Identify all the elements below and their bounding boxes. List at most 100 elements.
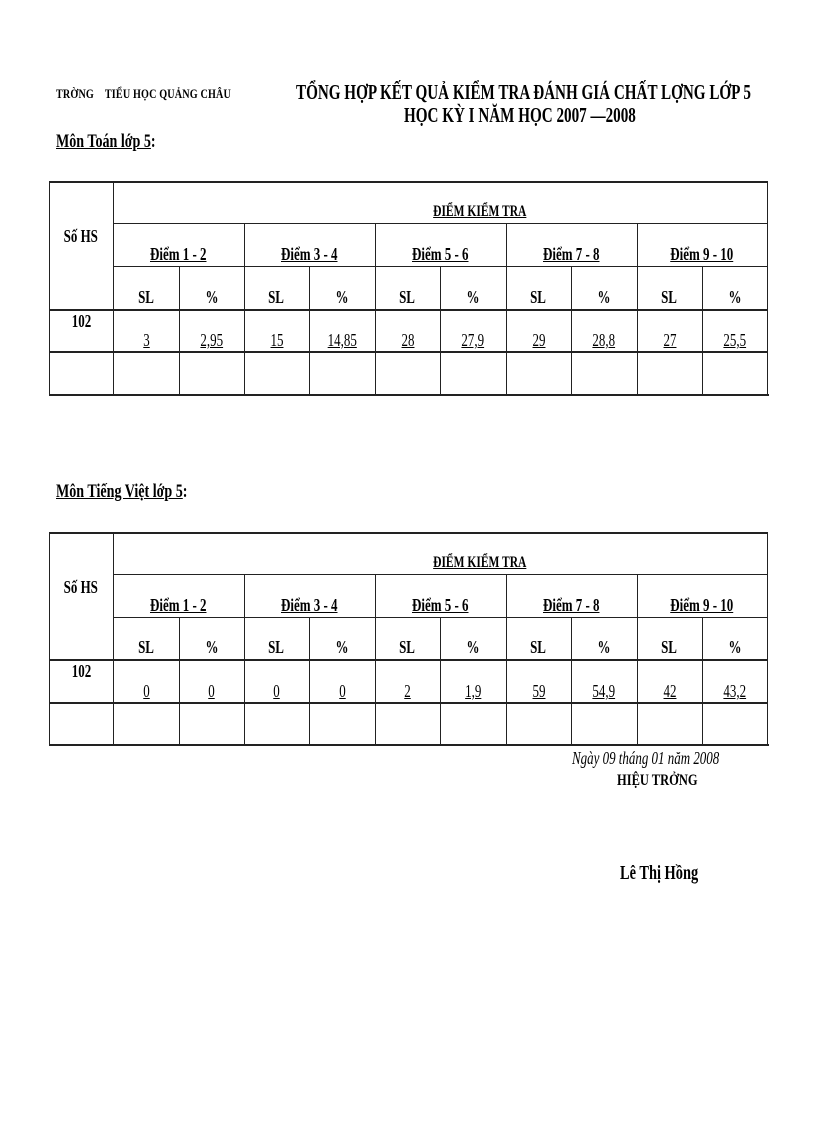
- school-name: TRỜNG TIỂU HỌC QUẢNG CHÂU: [56, 86, 231, 102]
- score-band-header: Điểm 9 - 10: [670, 244, 734, 264]
- grid-line: [49, 394, 769, 396]
- score-band-header: Điểm 9 - 10: [670, 595, 734, 615]
- sub-header: %: [597, 287, 611, 307]
- score-band-header: Điểm 3 - 4: [281, 595, 338, 615]
- sub-header: SL: [268, 287, 285, 307]
- grid-line: [637, 574, 638, 744]
- section-title-vietnamese: Môn Tiếng Việt lớp 5:: [56, 481, 187, 503]
- students-count: 102: [71, 311, 91, 331]
- document-subtitle: HỌC KỲ I NĂM HỌC 2007 —2008: [404, 103, 636, 127]
- section-title-colon: :: [182, 481, 188, 502]
- grid-line: [113, 181, 114, 394]
- grid-line: [506, 223, 507, 394]
- grid-line: [49, 744, 769, 746]
- value-cell: 28: [401, 330, 414, 350]
- sub-header: %: [728, 287, 741, 307]
- empty-cell: [571, 351, 637, 394]
- sub-header: %: [466, 287, 480, 307]
- section-title-colon: :: [150, 131, 156, 152]
- empty-cell: [702, 351, 767, 394]
- grid-line: [113, 574, 767, 575]
- score-band-header: Điểm 3 - 4: [281, 244, 338, 264]
- score-band-header: Điểm 5 - 6: [412, 595, 469, 615]
- sub-header: %: [597, 637, 611, 657]
- sub-header: %: [335, 637, 349, 657]
- value-cell: 28,8: [592, 330, 616, 350]
- value-cell: 29: [532, 330, 545, 350]
- sub-header: %: [205, 637, 218, 657]
- empty-cell: [702, 702, 767, 744]
- empty-cell: [244, 351, 309, 394]
- empty-cell: [113, 702, 179, 744]
- grid-line: [571, 617, 572, 744]
- sub-header: %: [728, 637, 741, 657]
- value-cell: 1,9: [464, 681, 482, 701]
- empty-cell: [637, 351, 702, 394]
- school-prefix: TRỜNG: [56, 86, 94, 101]
- section-title-math: Môn Toán lớp 5:: [56, 131, 156, 153]
- empty-cell: [113, 351, 179, 394]
- sub-header: %: [335, 287, 349, 307]
- section-title-text: Môn Toán lớp 5: [56, 131, 151, 152]
- value-cell: 42: [663, 681, 676, 701]
- value-cell: 2: [404, 681, 411, 701]
- value-cell: 3: [142, 330, 150, 350]
- sub-header: SL: [661, 637, 678, 657]
- sub-header: SL: [399, 287, 416, 307]
- empty-cell: [179, 702, 244, 744]
- grid-line: [767, 532, 768, 744]
- value-cell: 0: [338, 681, 346, 701]
- score-band-header: Điểm 5 - 6: [412, 244, 469, 264]
- signer-role: HIỆU TRỞNG: [617, 772, 698, 789]
- grid-line: [113, 223, 767, 224]
- grid-line: [49, 702, 767, 704]
- students-count: 102: [71, 661, 91, 681]
- grid-line: [244, 223, 245, 394]
- value-cell: 54,9: [592, 681, 616, 701]
- grid-line: [637, 223, 638, 394]
- empty-cell: [244, 702, 309, 744]
- signature-date: Ngày 09 tháng 01 năm 2008: [572, 748, 720, 768]
- section-title-text: Môn Tiếng Việt lớp 5: [56, 481, 183, 502]
- sub-header: %: [205, 287, 218, 307]
- grid-line: [49, 309, 767, 311]
- sub-header: SL: [138, 637, 154, 657]
- sub-header: SL: [268, 637, 285, 657]
- value-cell: 0: [208, 681, 215, 701]
- sub-header: SL: [399, 637, 416, 657]
- empty-cell: [440, 702, 506, 744]
- score-band-header: Điểm 7 - 8: [543, 595, 600, 615]
- sub-header: SL: [661, 287, 678, 307]
- value-cell: 25,5: [723, 330, 746, 350]
- empty-cell: [637, 702, 702, 744]
- score-band-header: Điểm 7 - 8: [543, 244, 600, 264]
- students-header: Số HS: [63, 577, 99, 597]
- empty-cell: [375, 351, 440, 394]
- grid-line: [49, 181, 50, 394]
- grid-line: [309, 266, 310, 394]
- value-cell: 27,9: [461, 330, 485, 350]
- school-label: TIỂU HỌC QUẢNG CHÂU: [104, 86, 231, 101]
- grid-line: [702, 266, 703, 394]
- value-cell: 43,2: [723, 681, 746, 701]
- sub-header: SL: [138, 287, 154, 307]
- grid-line: [179, 266, 180, 394]
- empty-cell: [571, 702, 637, 744]
- value-cell: 59: [532, 681, 545, 701]
- grid-line: [49, 532, 50, 744]
- grid-line: [49, 351, 767, 353]
- grid-line: [375, 574, 376, 744]
- sub-header: %: [466, 637, 480, 657]
- grid-line: [375, 223, 376, 394]
- value-cell: 14,85: [327, 330, 357, 350]
- score-band-header: Điểm 1 - 2: [150, 595, 207, 615]
- document-title: TỔNG HỢP KẾT QUẢ KIỂM TRA ĐÁNH GIÁ CHẤT …: [296, 80, 751, 104]
- empty-cell: [179, 351, 244, 394]
- grid-line: [244, 574, 245, 744]
- grid-line: [767, 181, 768, 394]
- sub-header: SL: [530, 287, 547, 307]
- grid-line: [49, 659, 767, 661]
- students-header: Số HS: [63, 226, 99, 246]
